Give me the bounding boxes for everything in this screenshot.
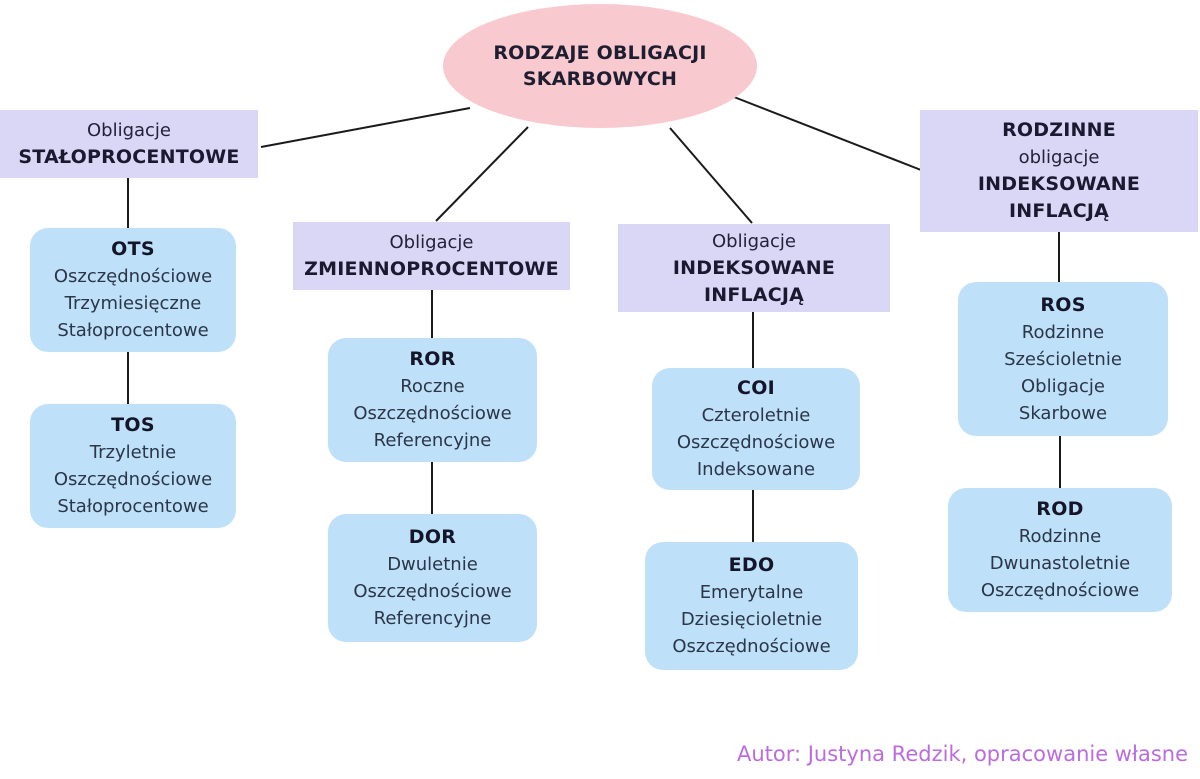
- edge-root-to-floating-rate: [435, 126, 529, 222]
- node-line: Skarbowe: [1018, 402, 1108, 424]
- node-code: DOR: [408, 526, 457, 548]
- root-node: RODZAJE OBLIGACJI SKARBOWYCH: [443, 4, 757, 128]
- category-inflation-indexed: Obligacje INDEKSOWANE INFLACJĄ: [618, 224, 890, 312]
- node-code: EDO: [728, 554, 775, 576]
- node-ror: ROR Roczne Oszczędnościowe Referencyjne: [328, 338, 537, 462]
- node-ros: ROS Rodzinne Sześcioletnie Obligacje Ska…: [958, 282, 1168, 436]
- node-line: Rodzinne: [1021, 321, 1105, 343]
- node-line: Stałoprocentowe: [57, 496, 209, 517]
- node-line: Roczne: [400, 376, 465, 397]
- category-line: INFLACJĄ: [703, 283, 805, 306]
- category-floating-rate: Obligacje ZMIENNOPROCENTOWE: [293, 222, 570, 290]
- node-code: ROS: [1040, 293, 1086, 316]
- node-line: Czteroletnie: [701, 405, 811, 426]
- node-line: Stałoprocentowe: [57, 320, 209, 341]
- node-line: Oszczędnościowe: [53, 469, 213, 490]
- node-code: OTS: [111, 238, 155, 260]
- node-code: COI: [736, 377, 776, 399]
- node-line: Trzymiesięczne: [64, 293, 202, 314]
- node-line: Oszczędnościowe: [53, 266, 213, 287]
- node-dor: DOR Dwuletnie Oszczędnościowe Referencyj…: [328, 514, 537, 642]
- node-line: Rodzinne: [1018, 526, 1102, 547]
- category-line: INFLACJĄ: [1008, 200, 1110, 222]
- node-edo: EDO Emerytalne Dziesięcioletnie Oszczędn…: [645, 542, 858, 670]
- node-line: Oszczędnościowe: [353, 403, 512, 424]
- node-line: Sześcioletnie: [1004, 348, 1122, 370]
- node-line: Dziesięcioletnie: [680, 609, 823, 630]
- category-line: RODZINNE: [1002, 119, 1116, 141]
- node-line: Referencyjne: [373, 430, 492, 451]
- node-tos: TOS Trzyletnie Oszczędnościowe Stałoproc…: [30, 404, 236, 528]
- node-line: Obligacje: [1020, 375, 1106, 397]
- category-line: Obligacje: [711, 230, 797, 252]
- node-line: Oszczędnościowe: [676, 432, 836, 453]
- node-ots: OTS Oszczędnościowe Trzymiesięczne Stało…: [30, 228, 236, 352]
- category-line: INDEKSOWANE: [672, 256, 836, 279]
- node-code: ROR: [409, 348, 456, 370]
- root-title: RODZAJE OBLIGACJI SKARBOWYCH: [493, 42, 707, 90]
- node-code: ROD: [1036, 498, 1084, 520]
- category-line: STAŁOPROCENTOWE: [18, 146, 240, 168]
- category-line: Obligacje: [389, 232, 474, 253]
- node-line: Oszczędnościowe: [353, 581, 512, 602]
- edge-root-to-family: [733, 96, 922, 171]
- node-line: Oszczędnościowe: [980, 580, 1140, 601]
- node-line: Trzyletnie: [89, 442, 177, 463]
- node-line: Emerytalne: [699, 582, 804, 603]
- category-line: obligacje: [1018, 147, 1100, 168]
- category-line: INDEKSOWANE: [977, 173, 1141, 195]
- node-rod: ROD Rodzinne Dwunastoletnie Oszczędności…: [948, 488, 1172, 612]
- category-line: ZMIENNOPROCENTOWE: [304, 258, 559, 280]
- node-line: Oszczędnościowe: [672, 636, 831, 657]
- category-line: Obligacje: [86, 120, 172, 141]
- node-coi: COI Czteroletnie Oszczędnościowe Indekso…: [652, 368, 860, 490]
- edge-root-to-inflation-indexed: [669, 127, 753, 224]
- edge-root-to-fixed-rate: [260, 107, 471, 148]
- node-line: Referencyjne: [373, 608, 492, 629]
- category-family-indexed: RODZINNE obligacje INDEKSOWANE INFLACJĄ: [920, 110, 1198, 232]
- author-credit: Autor: Justyna Redzik, opracowanie własn…: [736, 742, 1188, 766]
- node-line: Dwuletnie: [387, 554, 478, 575]
- category-fixed-rate: Obligacje STAŁOPROCENTOWE: [0, 110, 258, 178]
- node-line: Dwunastoletnie: [989, 553, 1131, 574]
- node-line: Indeksowane: [696, 459, 816, 480]
- node-code: TOS: [111, 414, 155, 436]
